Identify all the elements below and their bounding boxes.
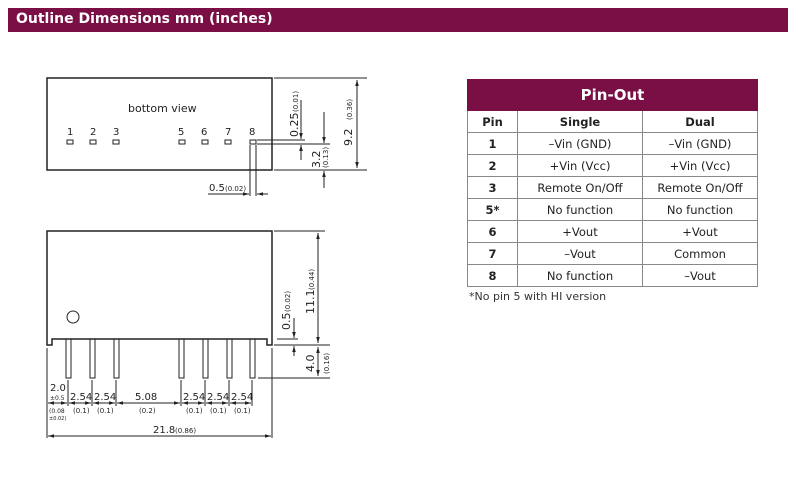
pinout-header-row: Pin Single Dual [467,110,758,133]
svg-text:2.54: 2.54 [207,392,229,403]
svg-text:(0.36): (0.36) [346,99,354,120]
svg-text:(0.1): (0.1) [234,407,251,415]
svg-text:±0.02): ±0.02) [49,416,66,422]
dim-pin-width: 0.5 [209,183,225,194]
pinout-footnote: *No pin 5 with HI version [469,290,607,303]
svg-text:6: 6 [201,127,207,138]
dim-pin-row: 3.2 [310,151,323,169]
section-title-bar: Outline Dimensions mm (inches) [8,8,788,32]
bottom-view-label: bottom view [128,102,197,115]
svg-text:3: 3 [113,127,119,138]
svg-text:2: 2 [90,127,96,138]
dim-height-top: 9.2 [342,129,355,147]
svg-text:2.54: 2.54 [94,392,116,403]
svg-text:2.54: 2.54 [183,392,205,403]
dim-width: 21.8 [153,425,175,436]
svg-text:(0.02): (0.02) [225,185,246,193]
svg-text:(0.2): (0.2) [139,407,156,415]
bottom-view-pins: 1 2 3 5 6 7 8 [66,127,257,145]
pitch-dims: 2.54(0.1) 2.54(0.1) 5.08(0.2) 2.54(0.1) … [70,392,253,415]
svg-text:(0.1): (0.1) [210,407,227,415]
svg-text:2.54: 2.54 [231,392,253,403]
dim-height-side: 11.1 [304,290,317,315]
svg-text:(0.86): (0.86) [175,427,196,435]
table-row: 2+Vin (Vcc)+Vin (Vcc) [467,154,758,177]
svg-text:(0.02): (0.02) [284,291,292,312]
pinout-table: Pin-Out Pin Single Dual 1–Vin (GND)–Vin … [467,79,758,287]
dim-first-pin: 2.0 [50,383,66,394]
svg-text:5: 5 [178,127,184,138]
section-title: Outline Dimensions mm (inches) [16,11,273,27]
side-view-pins [65,338,256,379]
table-row: 6+Vout+Vout [467,220,758,243]
svg-text:1: 1 [67,127,73,138]
svg-text:8: 8 [249,127,255,138]
pin1-marker [66,310,80,324]
svg-text:(0.1): (0.1) [97,407,114,415]
dim-pin-offset: 0.25 [288,113,301,138]
dim-pin-length: 4.0 [304,355,317,373]
table-row: 1–Vin (GND)–Vin (GND) [467,132,758,155]
svg-text:7: 7 [225,127,231,138]
pinout-title: Pin-Out [467,79,758,111]
bottom-view-outline [46,77,273,171]
svg-text:(0.13): (0.13) [322,147,330,168]
svg-text:±0.5: ±0.5 [50,395,65,402]
svg-text:5.08: 5.08 [135,392,157,403]
dim-standoff: 0.5 [280,313,293,331]
svg-text:(0.08: (0.08 [49,408,65,415]
svg-text:(0.1): (0.1) [186,407,203,415]
svg-text:(0.44): (0.44) [308,269,316,290]
svg-text:(0.16): (0.16) [323,353,331,374]
svg-text:(0.1): (0.1) [73,407,90,415]
side-view-outline [46,230,273,346]
svg-text:(0.01): (0.01) [292,91,300,112]
svg-text:2.54: 2.54 [70,392,92,403]
